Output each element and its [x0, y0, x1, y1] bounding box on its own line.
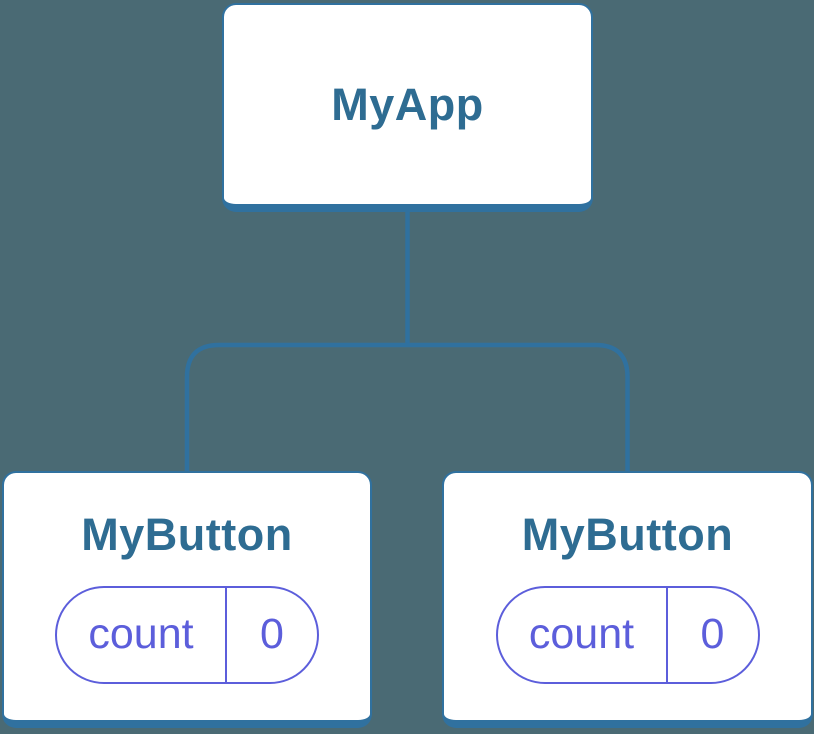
node-title: MyButton: [81, 509, 293, 560]
state-value: 0: [700, 610, 725, 659]
state-value: 0: [260, 610, 284, 659]
connector-branch: [184, 342, 630, 474]
node-title: MyButton: [521, 509, 734, 560]
tree-node-mybutton-left: MyButton count 0: [2, 471, 372, 728]
node-title: MyApp: [331, 78, 484, 130]
tree-node-mybutton-right: MyButton count 0: [442, 471, 813, 728]
state-label: count: [57, 587, 227, 682]
tree-node-myapp: MyApp: [222, 3, 593, 212]
state-label: count: [498, 587, 668, 682]
state-pill: count 0: [55, 585, 319, 684]
state-pill: count 0: [495, 585, 760, 684]
